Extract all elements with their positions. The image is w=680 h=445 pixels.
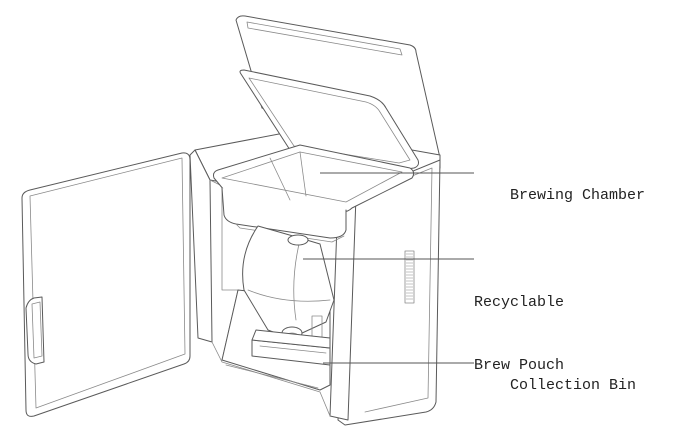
label-text-line-2: Brew Pouch [474, 357, 565, 374]
label-text: Collection Bin [510, 377, 637, 394]
label-recyclable-brew-pouch: Recyclable Brew Pouch [474, 250, 564, 418]
label-text: Brewing Chamber [510, 187, 646, 204]
vent-grille-icon [404, 250, 415, 304]
door-handle [25, 296, 45, 365]
label-text-line-1: Recyclable [474, 294, 565, 311]
label-brewing-chamber: Brewing Chamber [474, 164, 645, 227]
inner-lid [239, 69, 419, 171]
label-collection-bin: Collection Bin [474, 354, 636, 417]
brewing-chamber [213, 144, 415, 243]
collection-bin [251, 329, 331, 366]
front-door [21, 152, 191, 417]
